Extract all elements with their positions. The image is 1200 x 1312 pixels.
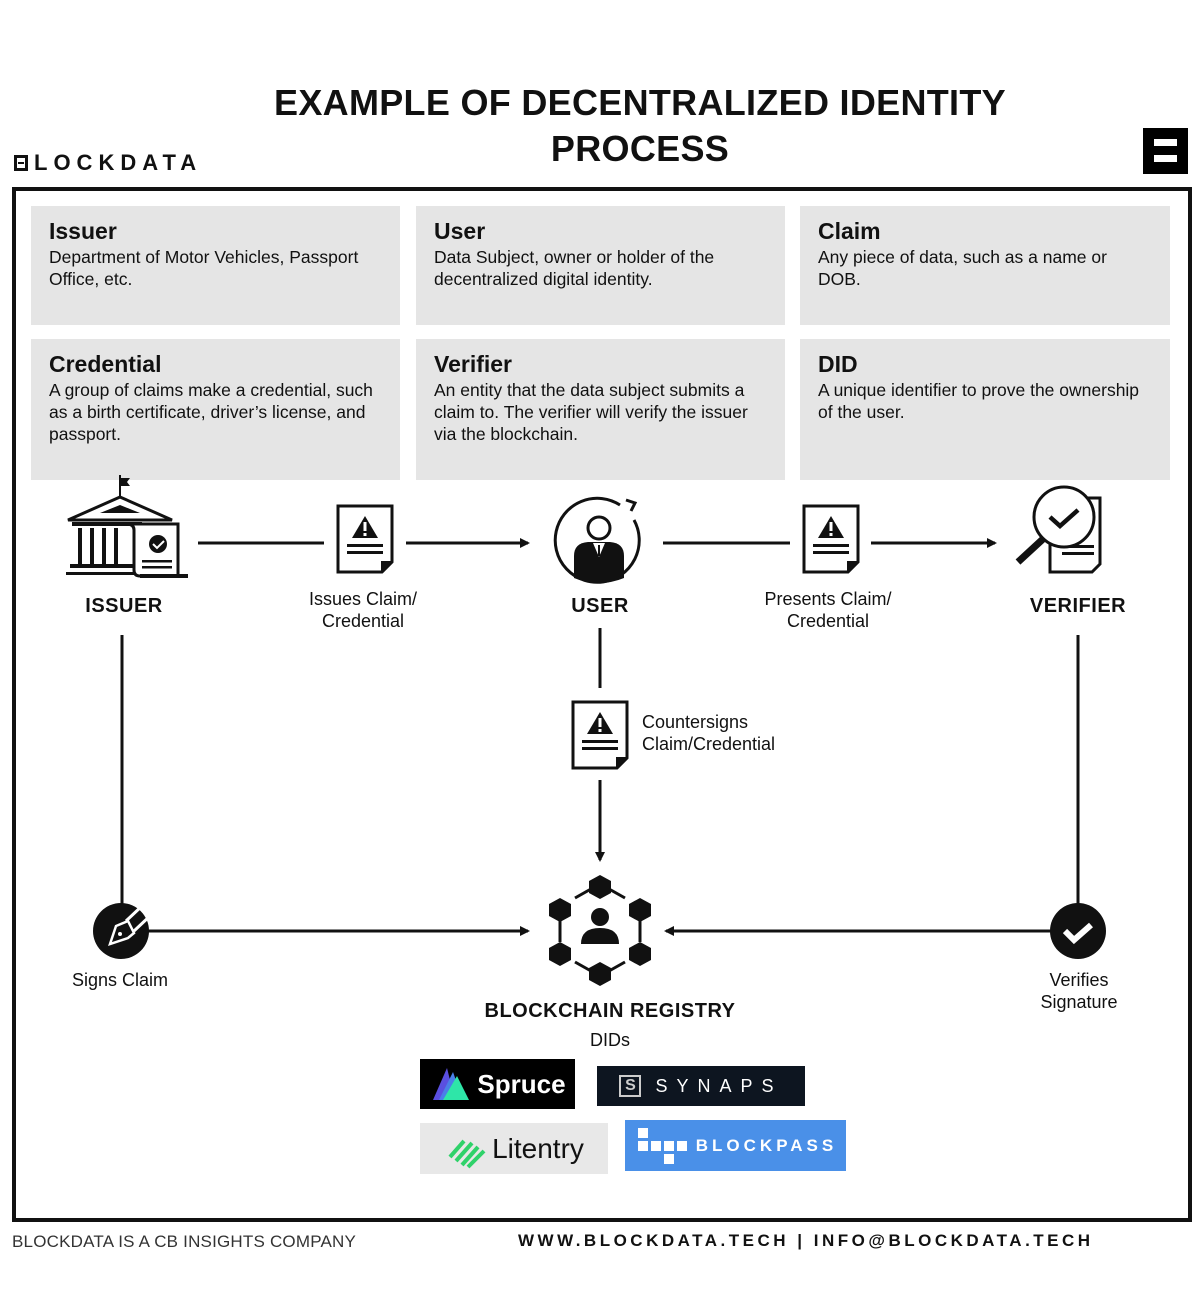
definition-card-verifier: Verifier An entity that the data subject… [416, 339, 785, 480]
label-line: Credential [321, 611, 405, 631]
label-line: Verifies [1049, 970, 1109, 990]
blockchain-registry-icon [549, 875, 651, 986]
countersigns-document-icon [571, 700, 629, 770]
definition-card-credential: Credential A group of claims make a cred… [31, 339, 400, 480]
dids-label: DIDs [590, 1030, 630, 1050]
brand-wordmark: LOCKDATA [34, 150, 203, 175]
card-desc: A unique identifier to prove the ownersh… [818, 380, 1140, 422]
definition-card-did: DID A unique identifier to prove the own… [800, 339, 1170, 480]
brand-logo: LOCKDATA [14, 150, 202, 176]
spruce-wordmark: Spruce [477, 1068, 566, 1099]
card-term: Claim [818, 218, 881, 244]
signs-claim-label: Signs Claim [71, 970, 169, 990]
litentry-wordmark: Litentry [492, 1132, 584, 1164]
synaps-wordmark: SYNAPS [655, 1075, 783, 1096]
blockdata-square-logo-icon [1143, 128, 1188, 174]
user-icon [553, 496, 641, 584]
verifier-magnifier-icon [1015, 485, 1102, 574]
verifier-label: VERIFIER [1029, 595, 1127, 617]
label-line: Issues Claim/ [308, 589, 418, 609]
synaps-s-icon: S [619, 1075, 642, 1097]
logo-bar [1154, 155, 1177, 162]
label-line: Credential [786, 611, 870, 631]
label-line: Countersigns [642, 712, 749, 732]
pen-nib-icon [93, 903, 153, 959]
blockpass-wordmark: BLOCKPASS [695, 1135, 838, 1155]
card-desc: Any piece of data, such as a name or DOB… [818, 247, 1107, 289]
blockpass-blocks-icon [637, 1127, 687, 1164]
title-line-2: PROCESS [550, 128, 730, 169]
card-term: Issuer [49, 218, 117, 244]
title-line-1: EXAMPLE OF DECENTRALIZED IDENTITY [274, 82, 1006, 123]
diagram-frame [12, 187, 1192, 1222]
label-line: Claim/Credential [642, 734, 776, 754]
card-term: User [434, 218, 486, 244]
partner-logo-spruce: Spruce [420, 1059, 575, 1109]
presents-claim-label: Presents Claim/ Credential [718, 588, 938, 632]
card-term: DID [818, 351, 858, 377]
issuer-building-icon [66, 475, 173, 575]
litentry-stripes-icon [448, 1139, 486, 1168]
card-desc: A group of claims make a credential, suc… [49, 380, 373, 444]
issuer-label: ISSUER [85, 595, 163, 617]
partner-logo-synaps: S SYNAPS [597, 1066, 805, 1106]
card-term: Verifier [434, 351, 512, 377]
spruce-triangle-icon [433, 1068, 470, 1100]
user-label: USER [571, 595, 629, 617]
card-desc: Data Subject, owner or holder of the dec… [434, 247, 715, 289]
card-desc: Department of Motor Vehicles, Passport O… [49, 247, 359, 289]
issues-claim-document-icon [336, 504, 394, 574]
check-circle-icon [1050, 903, 1106, 959]
label-line: Presents Claim/ [764, 589, 892, 609]
definition-card-claim: Claim Any piece of data, such as a name … [800, 206, 1170, 325]
card-term: Credential [49, 351, 162, 377]
certificate-icon [125, 522, 188, 578]
footer-contact: WWW.BLOCKDATA.TECH | INFO@BLOCKDATA.TECH [518, 1231, 1094, 1250]
partner-logo-litentry: Litentry [420, 1123, 608, 1174]
page-title: EXAMPLE OF DECENTRALIZED IDENTITY PROCES… [200, 80, 1080, 172]
definition-card-user: User Data Subject, owner or holder of th… [416, 206, 785, 325]
footer-company-note: BLOCKDATA IS A CB INSIGHTS COMPANY [12, 1232, 357, 1251]
card-desc: An entity that the data subject submits … [434, 380, 748, 444]
logo-bar [1154, 139, 1177, 146]
presents-claim-document-icon [802, 504, 860, 574]
definition-card-issuer: Issuer Department of Motor Vehicles, Pas… [31, 206, 400, 325]
label-line: Signature [1040, 992, 1118, 1012]
blockdata-b-icon [14, 155, 28, 171]
partner-logo-blockpass: BLOCKPASS [625, 1120, 846, 1171]
blockchain-registry-label: BLOCKCHAIN REGISTRY [484, 1000, 736, 1022]
verifies-signature-label: Verifies Signature [1008, 969, 1150, 1013]
countersigns-label: Countersigns Claim/Credential [642, 711, 842, 755]
issues-claim-label: Issues Claim/ Credential [263, 588, 463, 632]
